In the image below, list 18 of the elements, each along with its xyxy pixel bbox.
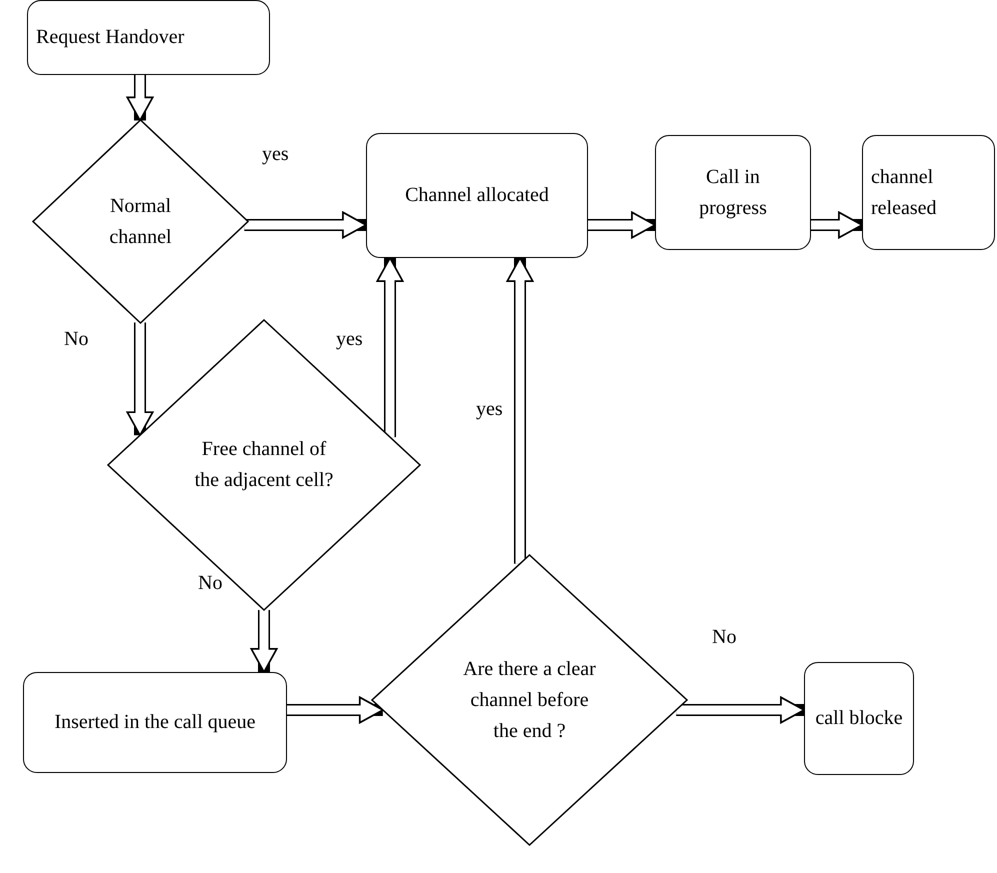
- node-label: Normal channel: [108, 194, 173, 250]
- node-label: Channel allocated: [405, 183, 549, 208]
- process-box: [23, 672, 287, 773]
- node-label: Request Handover: [36, 25, 184, 50]
- node-label: Free channel of the adjacent cell?: [194, 437, 334, 493]
- node-label: Are there a clear channel before the end ?: [462, 656, 597, 744]
- process-box: [655, 135, 811, 250]
- process-box: [862, 135, 995, 250]
- node-label: Inserted in the call queue: [54, 710, 256, 735]
- decision-diamond: [33, 120, 248, 323]
- decision-diamond: [372, 555, 687, 845]
- node-label: Call in progress: [698, 164, 768, 220]
- node-label: call blocke: [815, 706, 903, 731]
- decision-diamond: [108, 320, 420, 610]
- process-box: [804, 662, 914, 775]
- process-box: [366, 133, 588, 258]
- node-label: channel released: [871, 164, 938, 220]
- process-box: [27, 0, 270, 75]
